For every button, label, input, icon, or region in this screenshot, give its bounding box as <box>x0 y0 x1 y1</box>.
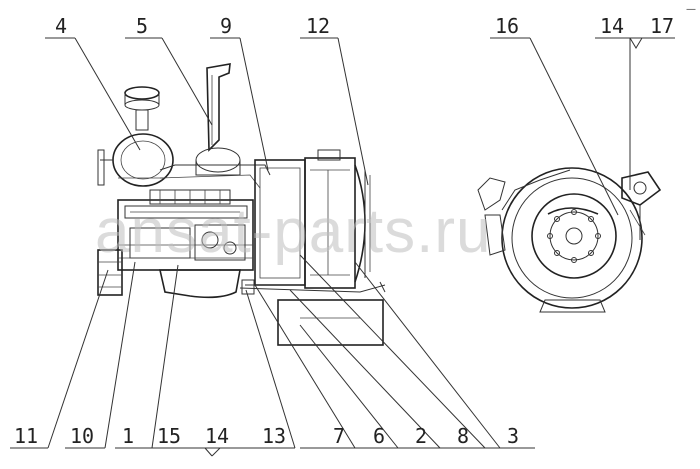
flywheel <box>531 193 617 279</box>
flywheel-housing <box>241 159 306 295</box>
fuel-tank <box>277 299 384 346</box>
callout-label: 2 <box>415 424 427 448</box>
callout-label: 7 <box>333 424 345 448</box>
callout-leaders <box>10 37 675 457</box>
callout-label: 4 <box>55 14 67 38</box>
callout-label: 14 <box>600 14 624 38</box>
callout-label: 9 <box>220 14 232 38</box>
exhaust-pipe <box>195 63 241 176</box>
callout-label: 10 <box>70 424 94 448</box>
engine-side-view <box>97 63 386 346</box>
callout-label: 8 <box>457 424 469 448</box>
callout-label: 6 <box>373 424 385 448</box>
air-filter <box>97 86 174 187</box>
starter-motor <box>621 171 662 206</box>
watermark-text: ansat-parts.ru <box>95 197 492 266</box>
engine-rear-view <box>477 167 662 313</box>
bottom-callouts: 11 10 1 15 14 13 7 6 2 8 3 <box>14 424 519 448</box>
oil-pan <box>158 269 241 299</box>
callout-label: 11 <box>14 424 38 448</box>
callout-label: 16 <box>495 14 519 38</box>
intake-pipe <box>159 164 271 176</box>
callout-label: 17 <box>650 14 674 38</box>
engine-block <box>117 189 254 271</box>
callout-label: 14 <box>205 424 229 448</box>
callout-label: 1 <box>122 424 134 448</box>
callout-label: 13 <box>262 424 286 448</box>
corner-mark: — <box>686 4 696 15</box>
callout-label: 3 <box>507 424 519 448</box>
callout-label: 12 <box>306 14 330 38</box>
top-callouts: 4 5 9 12 16 14 17 <box>55 14 674 38</box>
radiator <box>304 149 371 289</box>
callout-label: 5 <box>136 14 148 38</box>
flywheel-housing-rear <box>501 167 643 309</box>
callout-label: 15 <box>157 424 181 448</box>
